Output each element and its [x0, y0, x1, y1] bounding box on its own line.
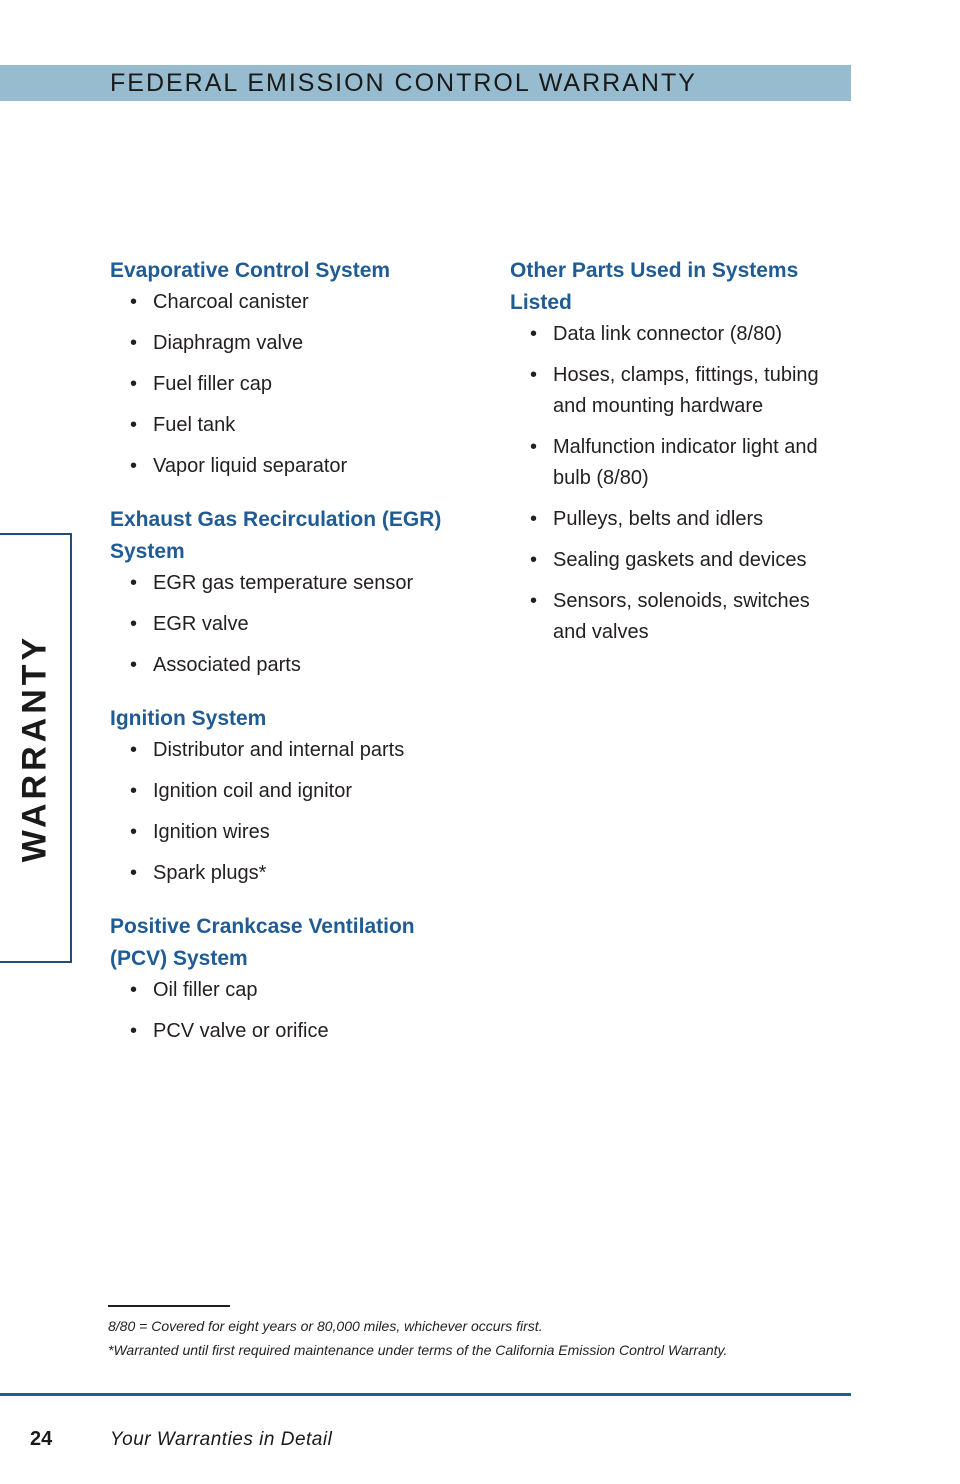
list-item: • Data link connector (8/80) — [510, 319, 845, 350]
list-item: • Hoses, clamps, fittings, tubing and mou… — [510, 360, 845, 422]
bullet-list: • EGR gas temperature sensor • EGR valve • As… — [110, 568, 460, 681]
bullet-list: • Distributor and internal parts • Ignition… — [110, 735, 460, 889]
section-title: Ignition System — [110, 707, 267, 730]
bullet-icon: • — [130, 780, 138, 802]
section-title: Other Parts Used in Systems Listed — [510, 259, 799, 314]
bullet-icon: • — [130, 1020, 138, 1042]
bullet-icon: • — [530, 549, 538, 571]
bullet-icon: • — [130, 572, 138, 594]
left-column: Evaporative Control System • Charcoal cani… — [110, 255, 460, 1069]
list-item-text: Diaphragm valve — [153, 332, 304, 354]
footnote-divider — [108, 1305, 230, 1307]
list-item: • Spark plugs* — [110, 858, 460, 889]
list-item-text: Sealing gaskets and devices — [553, 549, 807, 571]
section: Positive Crankcase Ventilation (PCV) Sys… — [110, 911, 460, 1047]
list-item: • Fuel filler cap — [110, 369, 460, 400]
list-item: • Associated parts — [110, 650, 460, 681]
list-item-text: PCV valve or orifice — [153, 1020, 329, 1042]
list-item: • Ignition wires — [110, 817, 460, 848]
side-tab: WARRANTY — [0, 533, 72, 963]
section: Evaporative Control System • Charcoal cani… — [110, 255, 460, 482]
list-item: • Diaphragm valve — [110, 328, 460, 359]
list-item-text: Pulleys, belts and idlers — [553, 508, 764, 530]
bullet-icon: • — [130, 291, 138, 313]
bullet-icon: • — [130, 979, 138, 1001]
list-item-text: EGR valve — [153, 613, 249, 635]
bullet-icon: • — [130, 613, 138, 635]
list-item-text: Ignition coil and ignitor — [153, 780, 353, 802]
section-title: Evaporative Control System — [110, 259, 391, 282]
list-item-text: Fuel tank — [153, 414, 236, 436]
footer-title: Your Warranties in Detail — [110, 1429, 333, 1450]
list-item: • Oil filler cap — [110, 975, 460, 1006]
section: Ignition System • Distributor and internal… — [110, 703, 460, 889]
list-item: • Fuel tank — [110, 410, 460, 441]
footnote-1: 8/80 = Covered for eight years or 80,000… — [108, 1318, 543, 1334]
bullet-icon: • — [530, 364, 538, 386]
list-item-text: Oil filler cap — [153, 979, 258, 1001]
bullet-icon: • — [130, 373, 138, 395]
bullet-icon: • — [530, 590, 538, 612]
list-item: • PCV valve or orifice — [110, 1016, 460, 1047]
list-item-text: Associated parts — [153, 654, 301, 676]
bullet-icon: • — [130, 654, 138, 676]
list-item-text: Distributor and internal parts — [153, 739, 405, 761]
header-bar: FEDERAL EMISSION CONTROL WARRANTY — [0, 65, 851, 101]
bullet-list: • Oil filler cap • PCV valve or orifice — [110, 975, 460, 1047]
bullet-icon: • — [530, 508, 538, 530]
list-item-text: Hoses, clamps, fittings, tubing and moun… — [553, 364, 819, 417]
list-item-text: Vapor liquid separator — [153, 455, 348, 477]
bullet-icon: • — [130, 862, 138, 884]
section: Exhaust Gas Recirculation (EGR) System • E… — [110, 504, 460, 681]
list-item: • EGR gas temperature sensor — [110, 568, 460, 599]
side-tab-label: WARRANTY — [15, 633, 54, 863]
bullet-list: • Data link connector (8/80) • Hoses, clamp… — [510, 319, 845, 648]
list-item-text: Charcoal canister — [153, 291, 309, 313]
list-item: • EGR valve — [110, 609, 460, 640]
list-item-text: Ignition wires — [153, 821, 270, 843]
list-item-text: Data link connector (8/80) — [553, 323, 783, 345]
list-item-text: Sensors, solenoids, switches and valves — [553, 590, 810, 643]
list-item: • Sensors, solenoids, switches and valves — [510, 586, 845, 648]
list-item: • Vapor liquid separator — [110, 451, 460, 482]
section-title: Positive Crankcase Ventilation (PCV) Sys… — [110, 915, 415, 970]
page-title: FEDERAL EMISSION CONTROL WARRANTY — [110, 69, 697, 97]
list-item: • Ignition coil and ignitor — [110, 776, 460, 807]
page-number: 24 — [30, 1428, 53, 1450]
section: Other Parts Used in Systems Listed • Data … — [510, 255, 845, 648]
section-title: Exhaust Gas Recirculation (EGR) System — [110, 508, 442, 563]
list-item: • Sealing gaskets and devices — [510, 545, 845, 576]
bullet-icon: • — [530, 436, 538, 458]
list-item-text: Fuel filler cap — [153, 373, 272, 395]
list-item: • Malfunction indicator light and bulb (8… — [510, 432, 845, 494]
bullet-icon: • — [130, 455, 138, 477]
bullet-icon: • — [130, 414, 138, 436]
list-item-text: Spark plugs* — [153, 862, 267, 884]
bullet-icon: • — [130, 739, 138, 761]
list-item-text: Malfunction indicator light and bulb (8/… — [553, 436, 818, 489]
footnote-2: *Warranted until first required maintena… — [108, 1342, 728, 1358]
footer-divider — [0, 1393, 851, 1396]
list-item: • Charcoal canister — [110, 287, 460, 318]
bullet-icon: • — [530, 323, 538, 345]
list-item: • Pulleys, belts and idlers — [510, 504, 845, 535]
right-column: Other Parts Used in Systems Listed • Data … — [510, 255, 845, 670]
bullet-icon: • — [130, 332, 138, 354]
list-item-text: EGR gas temperature sensor — [153, 572, 414, 594]
bullet-list: • Charcoal canister • Diaphragm valve • Fuel … — [110, 287, 460, 482]
list-item: • Distributor and internal parts — [110, 735, 460, 766]
bullet-icon: • — [130, 821, 138, 843]
